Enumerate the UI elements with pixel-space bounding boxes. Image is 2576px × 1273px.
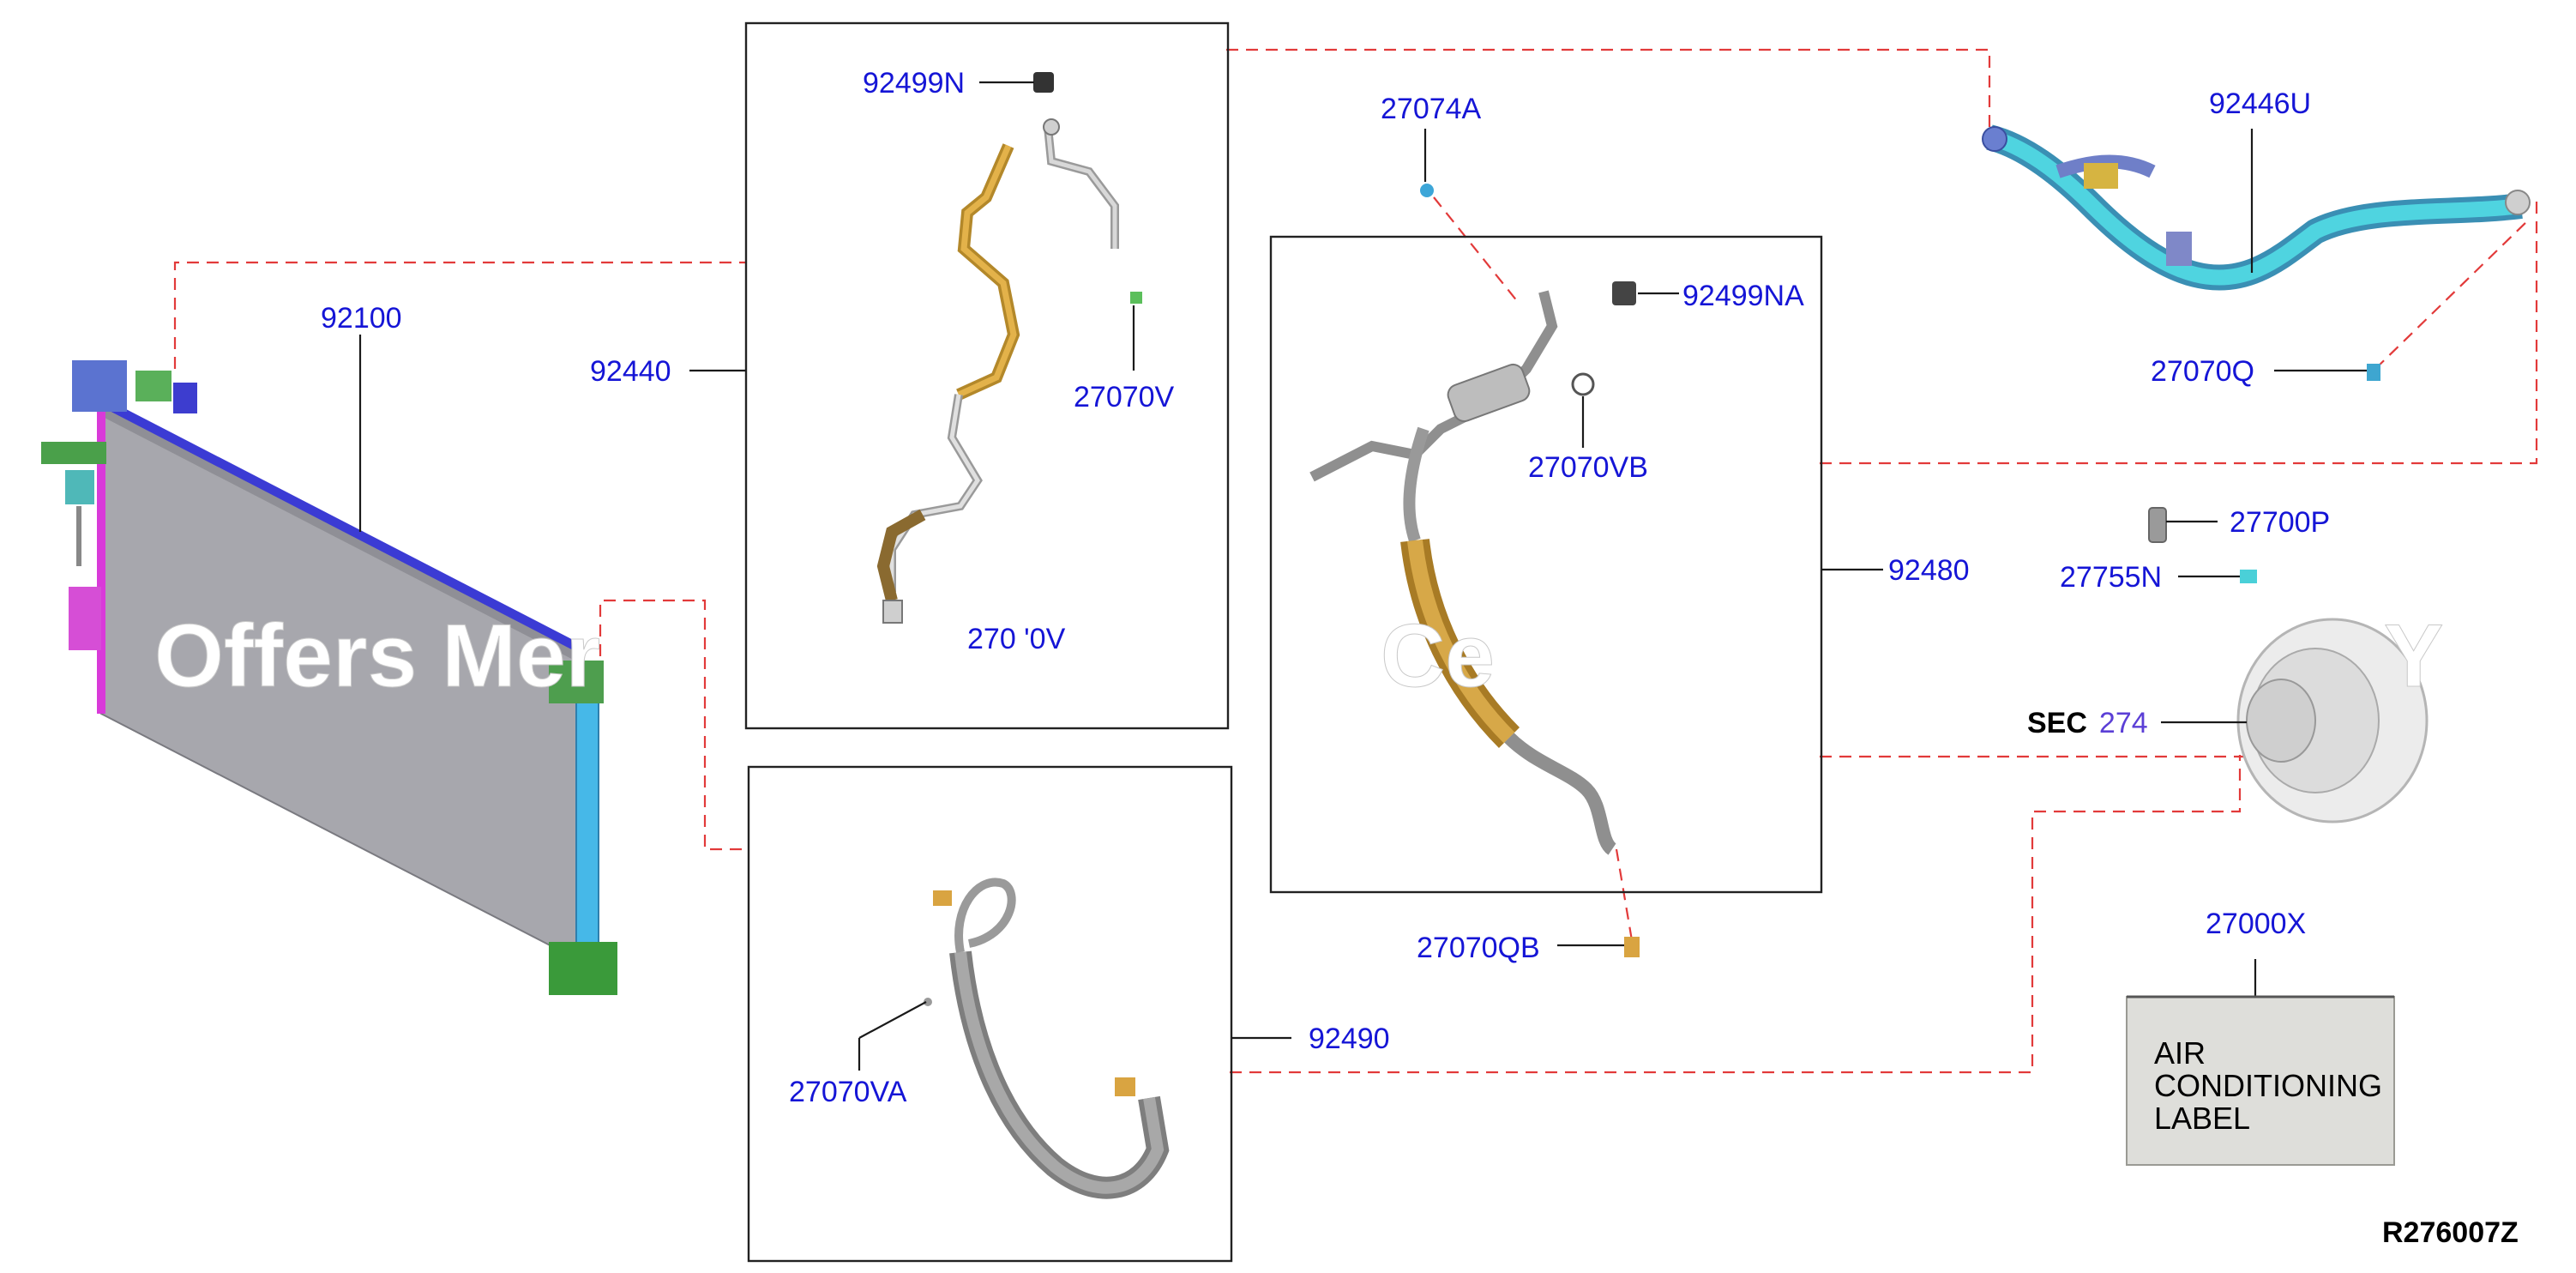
part-label-92499n: 92499N — [863, 67, 965, 100]
hose-92440-illustration — [876, 72, 1142, 624]
part-label-92480: 92480 — [1888, 554, 1970, 587]
hose-92446u-illustration — [1982, 124, 2531, 381]
ac-label-box: AIR CONDITIONING LABEL — [2126, 995, 2395, 1166]
reference-code: R276007Z — [2382, 1216, 2519, 1249]
box-92490 — [747, 765, 1233, 1263]
watermark: Offers Mer Ce Y — [154, 606, 2444, 707]
dash-condenser-top — [173, 261, 746, 369]
ac-label-line-1: AIR — [2154, 1035, 2206, 1071]
watermark-text: Offers Mer — [154, 606, 600, 706]
part-label-27070qb: 27070QB — [1417, 932, 1540, 964]
part-label-92490: 92490 — [1309, 1023, 1390, 1055]
part-label-27700p: 27700P — [2230, 506, 2330, 539]
part-label-92440: 92440 — [590, 355, 671, 388]
dash-27070qb — [1615, 848, 1635, 951]
leader-lines — [358, 81, 2367, 1071]
dash-compressor-lower — [1230, 755, 2242, 1074]
section-reference: SEC 274 — [2027, 707, 2148, 739]
dash-27074a — [1433, 196, 1519, 303]
hose-92480-illustration — [1309, 184, 1640, 957]
box-92480 — [1269, 235, 1823, 894]
part-label-27070v: 27070V — [1074, 381, 1175, 413]
part-label-27070va: 27070VA — [789, 1076, 907, 1108]
part-label-92499na: 92499NA — [1682, 280, 1804, 312]
part-label-27070v-partial: 270 '0V — [967, 623, 1066, 655]
dash-top-route — [1226, 48, 1991, 137]
ac-label-line-2: CONDITIONING — [2154, 1068, 2382, 1103]
dash-right-route — [1820, 202, 2538, 465]
dash-condenser-bottom — [599, 599, 749, 851]
watermark-text-end: Y — [2384, 606, 2443, 706]
box-92440 — [744, 21, 1230, 730]
part-label-27755n: 27755N — [2060, 561, 2162, 594]
part-labels: 92100 92440 92499N 27070V 270 '0V 92490 … — [321, 67, 2330, 1108]
part-label-27070vb: 27070VB — [1528, 451, 1648, 484]
dash-27070q — [2374, 218, 2531, 370]
condenser-illustration — [41, 360, 617, 995]
part-label-92100: 92100 — [321, 302, 402, 335]
small-parts-illustration — [2148, 507, 2429, 824]
part-label-27070q: 27070Q — [2151, 355, 2254, 388]
ac-label-line-3: LABEL — [2154, 1101, 2250, 1136]
connection-lines — [173, 48, 2538, 1074]
part-label-27074a: 27074A — [1381, 93, 1482, 125]
part-label-92446u: 92446U — [2209, 87, 2311, 120]
hose-92490-illustration — [924, 878, 1170, 1199]
watermark-text-tail: Ce — [1381, 606, 1495, 706]
section-number: 274 — [2099, 707, 2148, 739]
section-prefix: SEC — [2027, 707, 2087, 739]
part-label-27000x: 27000X — [2206, 908, 2306, 940]
